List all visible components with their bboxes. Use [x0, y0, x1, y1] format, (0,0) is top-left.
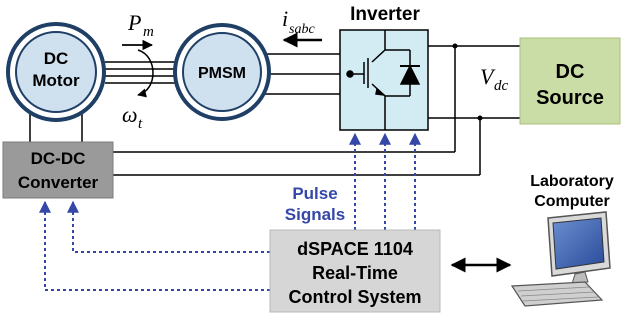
diode-icon	[399, 50, 421, 96]
pm-symbol-sub: m	[143, 24, 154, 40]
dc-motor-label-line2: Motor	[32, 71, 80, 90]
dc-source-label-line1: DC	[556, 61, 585, 83]
vdc-symbol-sub: dc	[494, 78, 509, 94]
converter-label-line2: Converter	[18, 173, 99, 192]
igbt-switch-icon	[346, 30, 410, 130]
dspace-label-line3: Control System	[288, 287, 421, 307]
dc-motor: DC Motor	[6, 22, 106, 122]
power-wiring	[29, 45, 520, 176]
pmsm-motor: PMSM	[173, 23, 271, 121]
dspace-label-line1: dSPACE 1104	[297, 239, 413, 259]
dspace-label-line2: Real-Time	[312, 263, 398, 283]
lab-label-line1: Laboratory	[530, 173, 614, 190]
vdc-symbol: V dc	[480, 64, 509, 94]
vdc-symbol-base: V	[480, 64, 496, 89]
omega-symbol-base: ω	[122, 102, 138, 127]
pm-symbol-base: P	[127, 10, 141, 35]
dc-dc-converter-block: DC-DC Converter	[2, 141, 114, 199]
inverter-title: Inverter	[350, 4, 420, 25]
computer-icon	[510, 211, 611, 307]
pmsm-label: PMSM	[198, 65, 246, 82]
inverter-block	[339, 29, 429, 131]
isabc-symbol-sub: sabc	[289, 22, 315, 37]
lab-label-line2: Computer	[534, 193, 610, 210]
isabc-symbol-base: i	[282, 6, 288, 31]
rotation-icon	[137, 49, 154, 98]
lab-computer-label: Laboratory Computer	[530, 173, 614, 210]
pulse-signals-label: Pulse Signals	[285, 184, 345, 224]
power-pm-symbol: P m	[122, 10, 154, 51]
pulse-label-line2: Signals	[285, 205, 345, 224]
pulse-label-line1: Pulse	[292, 184, 337, 203]
speed-omega-symbol: ω t	[122, 102, 143, 132]
dc-source-label-line2: Source	[536, 87, 604, 109]
dc-motor-label-line1: DC	[44, 49, 69, 68]
dspace-controller-block: dSPACE 1104 Real-Time Control System	[269, 229, 441, 313]
converter-label-line1: DC-DC	[31, 149, 86, 168]
pulse-signal-lines	[39, 132, 421, 291]
junction-dots	[452, 43, 483, 121]
current-isabc-symbol: i sabc	[282, 6, 322, 48]
dc-source-block: DC Source	[519, 37, 621, 125]
omega-symbol-sub: t	[138, 116, 143, 132]
